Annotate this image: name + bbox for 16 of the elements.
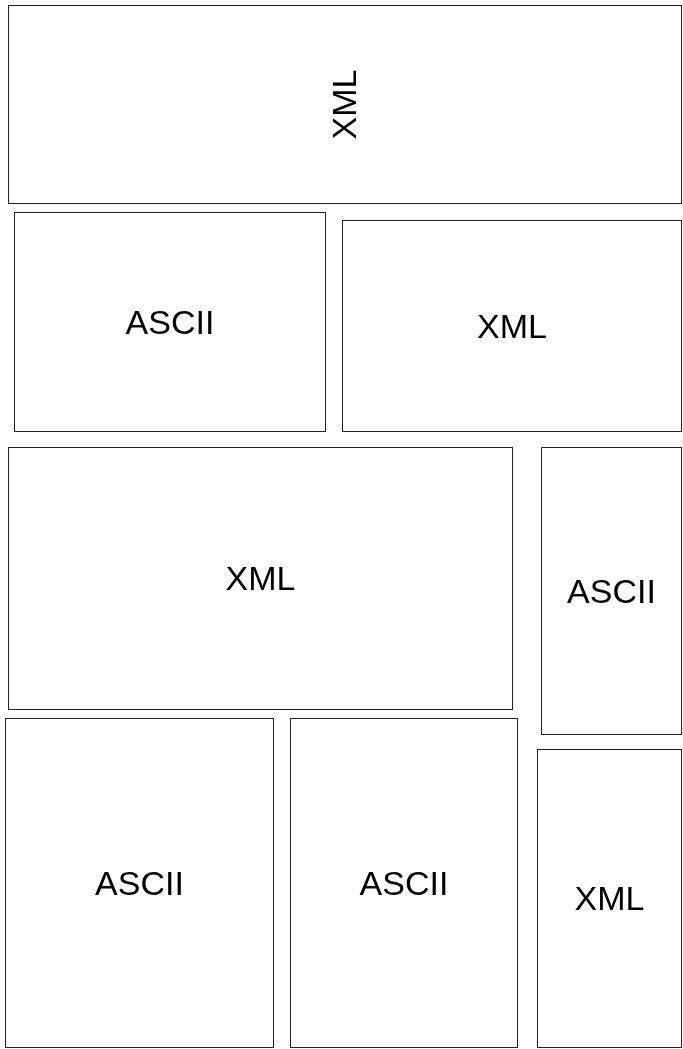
text-box — [537, 749, 682, 1048]
box-label: ASCII — [567, 571, 656, 611]
text-box — [541, 447, 682, 735]
text-box — [8, 5, 682, 204]
box-label: ASCII — [125, 302, 215, 342]
box-label: XML — [325, 69, 365, 140]
text-box — [8, 447, 513, 710]
box-label: ASCII — [359, 863, 449, 903]
box-label: XML — [225, 559, 296, 598]
text-box — [14, 212, 326, 432]
text-box — [342, 220, 682, 432]
text-box — [5, 718, 274, 1048]
box-label: XML — [574, 879, 645, 918]
box-label: ASCII — [95, 863, 184, 903]
text-box — [290, 718, 518, 1048]
box-label: XML — [477, 306, 547, 346]
